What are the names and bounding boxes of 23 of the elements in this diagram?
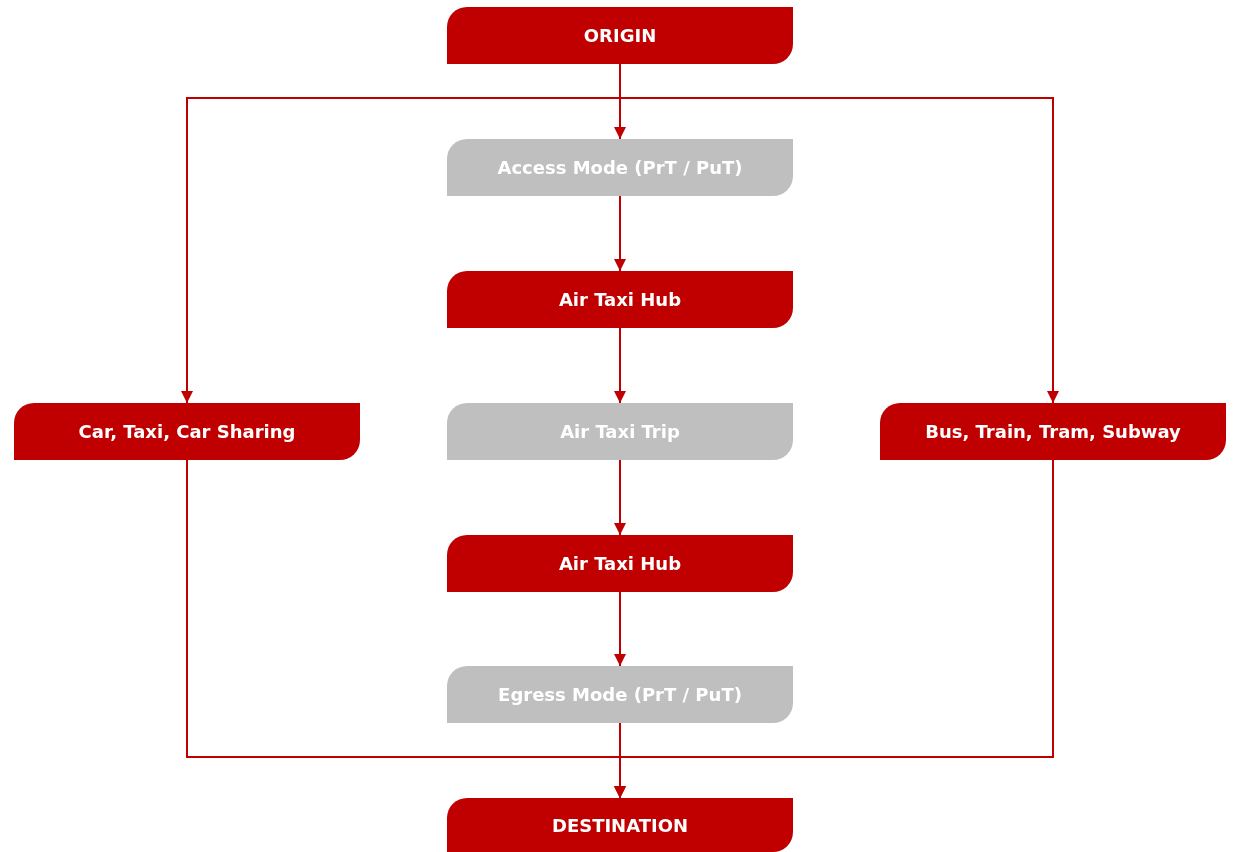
arrow (614, 591, 626, 667)
arrow (614, 459, 626, 536)
node-label: Bus, Train, Tram, Subway (925, 421, 1181, 442)
process-box (447, 403, 793, 460)
process-box (447, 535, 793, 592)
process-box (447, 798, 793, 852)
node-label: Egress Mode (PrT / PuT) (498, 684, 742, 705)
arrow (614, 327, 626, 404)
node-label: Car, Taxi, Car Sharing (78, 421, 296, 442)
node-label: Air Taxi Trip (560, 421, 680, 442)
process-box (880, 403, 1226, 460)
process-box (447, 139, 793, 196)
process-box (447, 7, 793, 64)
arrow (614, 195, 626, 272)
node-label: DESTINATION (551, 814, 689, 836)
node-label: Air Taxi Hub (558, 553, 682, 574)
process-box (14, 403, 360, 460)
process-box (447, 666, 793, 723)
node-label: ORIGIN (583, 25, 657, 46)
process-box (447, 271, 793, 328)
node-label: Access Mode (PrT / PuT) (497, 157, 743, 178)
node-label: Air Taxi Hub (558, 289, 682, 310)
arrow (614, 459, 1054, 799)
